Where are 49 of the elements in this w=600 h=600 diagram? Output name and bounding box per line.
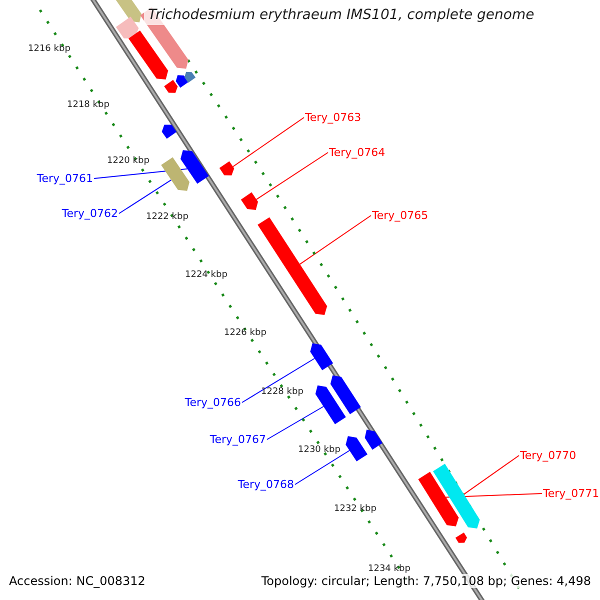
gene-feature <box>164 80 178 93</box>
gene-label: Tery_0761 <box>36 172 93 185</box>
gene-feature <box>433 464 480 528</box>
gene-label: Tery_0766 <box>184 396 241 409</box>
genome-info-text: Topology: circular; Length: 7,750,108 bp; Genes: 4,498 <box>261 574 591 588</box>
tick-label: 1226 kbp <box>224 328 266 338</box>
gene-label: Tery_0764 <box>329 146 386 159</box>
leader-line <box>118 179 172 214</box>
leader-line <box>463 455 520 495</box>
tick-label: 1224 kbp <box>185 270 228 280</box>
gene-feature <box>418 472 459 526</box>
gene-feature <box>315 385 346 424</box>
gene-label: Tery_0767 <box>210 433 266 446</box>
gene-feature <box>240 192 258 210</box>
leader-line <box>232 117 304 168</box>
gene-feature <box>330 375 361 414</box>
accession-text: Accession: NC_008312 <box>9 574 146 588</box>
leader-line <box>256 152 328 200</box>
gene-feature <box>258 217 328 315</box>
gene-feature <box>219 161 234 176</box>
gene-feature <box>176 75 188 88</box>
tick-label: 1230 kbp <box>298 445 340 455</box>
gene-label: Tery_0770 <box>520 449 576 462</box>
gene-label: Tery_0771 <box>543 487 600 500</box>
leader-line <box>242 358 315 403</box>
gene-feature <box>455 532 467 543</box>
gene-feature <box>184 72 196 83</box>
leader-line <box>294 450 350 485</box>
gene-label: Tery_0768 <box>238 478 294 491</box>
tick-label: 1228 kbp <box>261 387 304 397</box>
gene-feature <box>161 157 190 191</box>
tick-label: 1234 kbp <box>368 564 410 574</box>
gene-feature <box>364 430 382 450</box>
tick-label: 1220 kbp <box>107 156 150 166</box>
gene-feature <box>346 436 368 462</box>
gene-feature <box>310 343 334 370</box>
gene-feature <box>180 150 209 184</box>
tick-label: 1222 kbp <box>146 212 188 222</box>
gene-feature <box>128 30 168 80</box>
gene-label: Tery_0762 <box>62 207 118 220</box>
leader-line <box>266 406 324 440</box>
gene-label: Tery_0763 <box>305 111 362 124</box>
tick-label: 1216 kbp <box>28 44 70 54</box>
gene-feature <box>162 124 177 139</box>
tick-label: 1218 kbp <box>67 100 110 110</box>
leader-line <box>299 215 372 265</box>
gene-feature <box>116 16 139 38</box>
tick-label: 1232 kbp <box>334 504 376 514</box>
gene-label: Tery_0765 <box>372 209 428 222</box>
